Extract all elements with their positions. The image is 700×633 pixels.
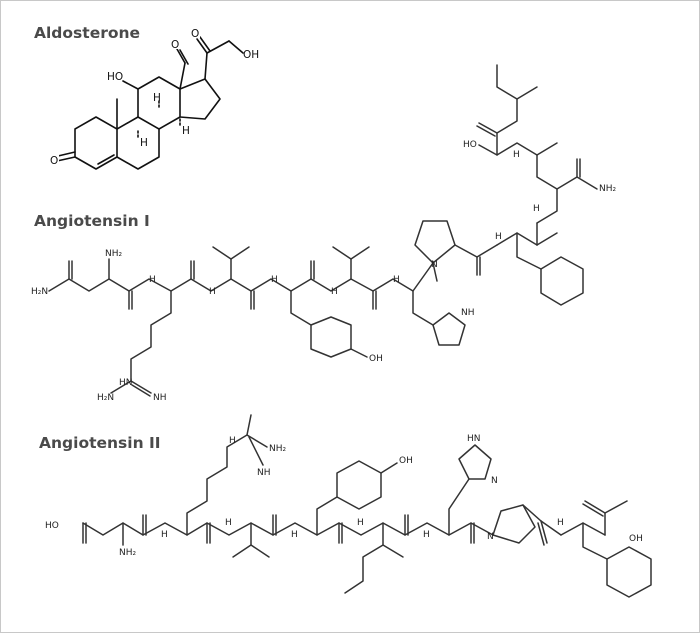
ang2-n-label: N bbox=[487, 532, 494, 542]
ang2-nh-label: H bbox=[225, 518, 232, 528]
ang2-nh-label: H bbox=[291, 530, 298, 540]
ang1-nh-label: NH bbox=[461, 308, 475, 318]
ang2-nh2-label: NH₂ bbox=[119, 548, 137, 558]
ang2-oh-label: OH bbox=[629, 534, 643, 544]
aldo-h-label: H bbox=[140, 137, 148, 149]
aldosterone-structure: O O O HO H H H OH bbox=[50, 27, 259, 170]
ang2-ho-label: HO bbox=[45, 521, 59, 531]
aldo-h-label: H bbox=[153, 92, 161, 104]
ang2-nh-label: H bbox=[161, 530, 168, 540]
angiotensin-ii-title: Angiotensin II bbox=[39, 434, 161, 452]
ang2-oh-label: OH bbox=[399, 456, 413, 466]
ang2-nh-label: H bbox=[557, 518, 564, 528]
ang1-nh-label: H bbox=[209, 287, 216, 297]
ang2-n-label: N bbox=[491, 476, 498, 486]
aldo-oh-label: OH bbox=[243, 49, 259, 61]
aldosterone-title: Aldosterone bbox=[34, 24, 141, 42]
aldo-ho-label: HO bbox=[107, 71, 123, 83]
ang1-h2n-label: H₂N bbox=[31, 287, 48, 297]
ang1-nh-label: NH bbox=[153, 393, 167, 403]
ang1-nh-label: H bbox=[331, 287, 338, 297]
ang1-oh-label: OH bbox=[369, 354, 383, 364]
angiotensin-i-title: Angiotensin I bbox=[34, 212, 150, 230]
svg-text:O: O bbox=[191, 28, 199, 40]
ang1-nh-label: H bbox=[393, 275, 400, 285]
angiotensin-ii-structure: HO NH₂ H H H H H N H OH H NH₂ NH OH HN N bbox=[45, 414, 652, 598]
ang1-nh-label: H bbox=[513, 150, 520, 160]
ang1-nh2-label: NH₂ bbox=[105, 249, 123, 259]
ang2-nh-label: H bbox=[357, 518, 364, 528]
angiotensin-i-structure: H₂N NH₂ H H H H H HN H₂N NH OH NH N H H … bbox=[31, 64, 617, 403]
ang1-nh-label: H bbox=[149, 275, 156, 285]
ang1-nh2-label: NH₂ bbox=[599, 184, 617, 194]
ang2-hn-label: HN bbox=[467, 434, 481, 444]
svg-text:O: O bbox=[171, 39, 179, 51]
aldo-h-label: H bbox=[182, 125, 190, 137]
svg-text:O: O bbox=[50, 155, 58, 167]
ang1-nh-label: H bbox=[271, 275, 278, 285]
ang1-nh-label: H bbox=[533, 204, 540, 214]
ang1-hn-label: HN bbox=[119, 378, 133, 388]
ang1-nh-label: H bbox=[495, 232, 502, 242]
ang2-nh-label: NH bbox=[257, 468, 271, 478]
ang1-h2n-label: H₂N bbox=[97, 393, 114, 403]
ang1-n-label: N bbox=[431, 260, 438, 270]
ang1-ho-label: HO bbox=[463, 140, 477, 150]
ang2-nh-label: H bbox=[229, 436, 236, 446]
ang2-nh2-label: NH₂ bbox=[269, 444, 287, 454]
ang2-nh-label: H bbox=[423, 530, 430, 540]
